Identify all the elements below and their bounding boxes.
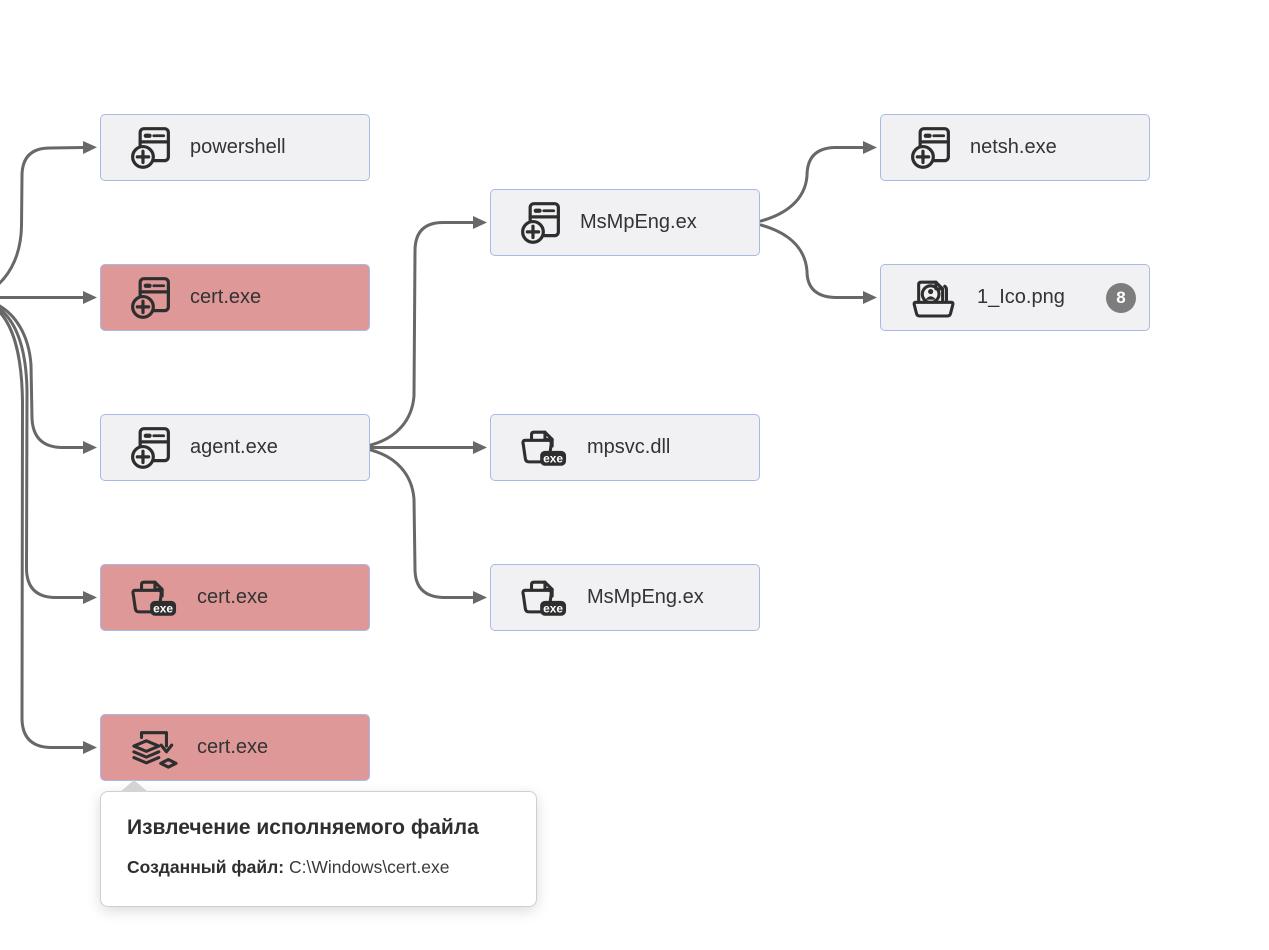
svg-text:exe: exe bbox=[153, 601, 173, 615]
dropped-exe-file-icon: exe bbox=[127, 575, 181, 621]
process-start-icon bbox=[127, 424, 174, 471]
extracted-file-icon bbox=[127, 725, 181, 771]
node-label: powershell bbox=[190, 136, 286, 158]
node-label: MsMpEng.ex bbox=[587, 586, 704, 608]
event-tooltip: Извлечение исполняемого файла Созданный … bbox=[100, 780, 537, 907]
edge-root-agent bbox=[0, 304, 97, 454]
node-label: cert.exe bbox=[190, 286, 262, 308]
tooltip-title: Извлечение исполняемого файла bbox=[127, 816, 479, 839]
node-label: cert.exe bbox=[197, 736, 269, 758]
node-label: MsMpEng.ex bbox=[580, 211, 697, 233]
node-label: cert.exe bbox=[197, 586, 269, 608]
edge-agent-msmpeng-file bbox=[369, 448, 487, 604]
node-label: 1_Ico.png bbox=[977, 286, 1065, 308]
tooltip-field-label: Созданный файл: bbox=[127, 857, 285, 877]
edge-msmpeng-ico bbox=[759, 223, 877, 304]
image-file-icon bbox=[907, 275, 961, 321]
node-label: netsh.exe bbox=[970, 136, 1057, 158]
node-cert-extract[interactable]: cert.exe bbox=[100, 714, 370, 781]
edge-agent-msmpeng-process bbox=[369, 216, 487, 447]
dropped-exe-file-icon: exe bbox=[517, 425, 571, 471]
process-start-icon bbox=[907, 124, 954, 171]
edge-root-powershell bbox=[0, 141, 97, 285]
node-label: mpsvc.dll bbox=[587, 436, 671, 458]
node-msmpeng-process[interactable]: MsMpEng.ex bbox=[490, 189, 760, 256]
node-cert-file[interactable]: exe cert.exe bbox=[100, 564, 370, 631]
event-count-badge: 8 bbox=[1106, 282, 1136, 313]
node-agent[interactable]: agent.exe bbox=[100, 414, 370, 481]
tooltip-field-value: C:\Windows\cert.exe bbox=[288, 857, 450, 877]
edge-root-cert-file bbox=[0, 307, 97, 604]
process-start-icon bbox=[127, 124, 174, 171]
node-netsh[interactable]: netsh.exe bbox=[880, 114, 1150, 181]
process-start-icon bbox=[517, 199, 564, 246]
tooltip-arrow bbox=[120, 780, 148, 792]
node-cert-process[interactable]: cert.exe bbox=[100, 264, 370, 331]
edge-msmpeng-netsh bbox=[759, 141, 877, 223]
svg-text:exe: exe bbox=[543, 601, 563, 615]
node-label: agent.exe bbox=[190, 436, 278, 458]
tooltip-body: Созданный файл: C:\Windows\cert.exe bbox=[127, 857, 510, 878]
edge-root-cert-extract bbox=[0, 310, 97, 754]
node-mpsvc[interactable]: exe mpsvc.dll bbox=[490, 414, 760, 481]
node-msmpeng-file[interactable]: exe MsMpEng.ex bbox=[490, 564, 760, 631]
svg-text:exe: exe bbox=[543, 451, 563, 465]
node-ico-png[interactable]: 1_Ico.png 8 bbox=[880, 264, 1150, 331]
node-powershell[interactable]: powershell bbox=[100, 114, 370, 181]
process-start-icon bbox=[127, 274, 174, 321]
dropped-exe-file-icon: exe bbox=[517, 575, 571, 621]
